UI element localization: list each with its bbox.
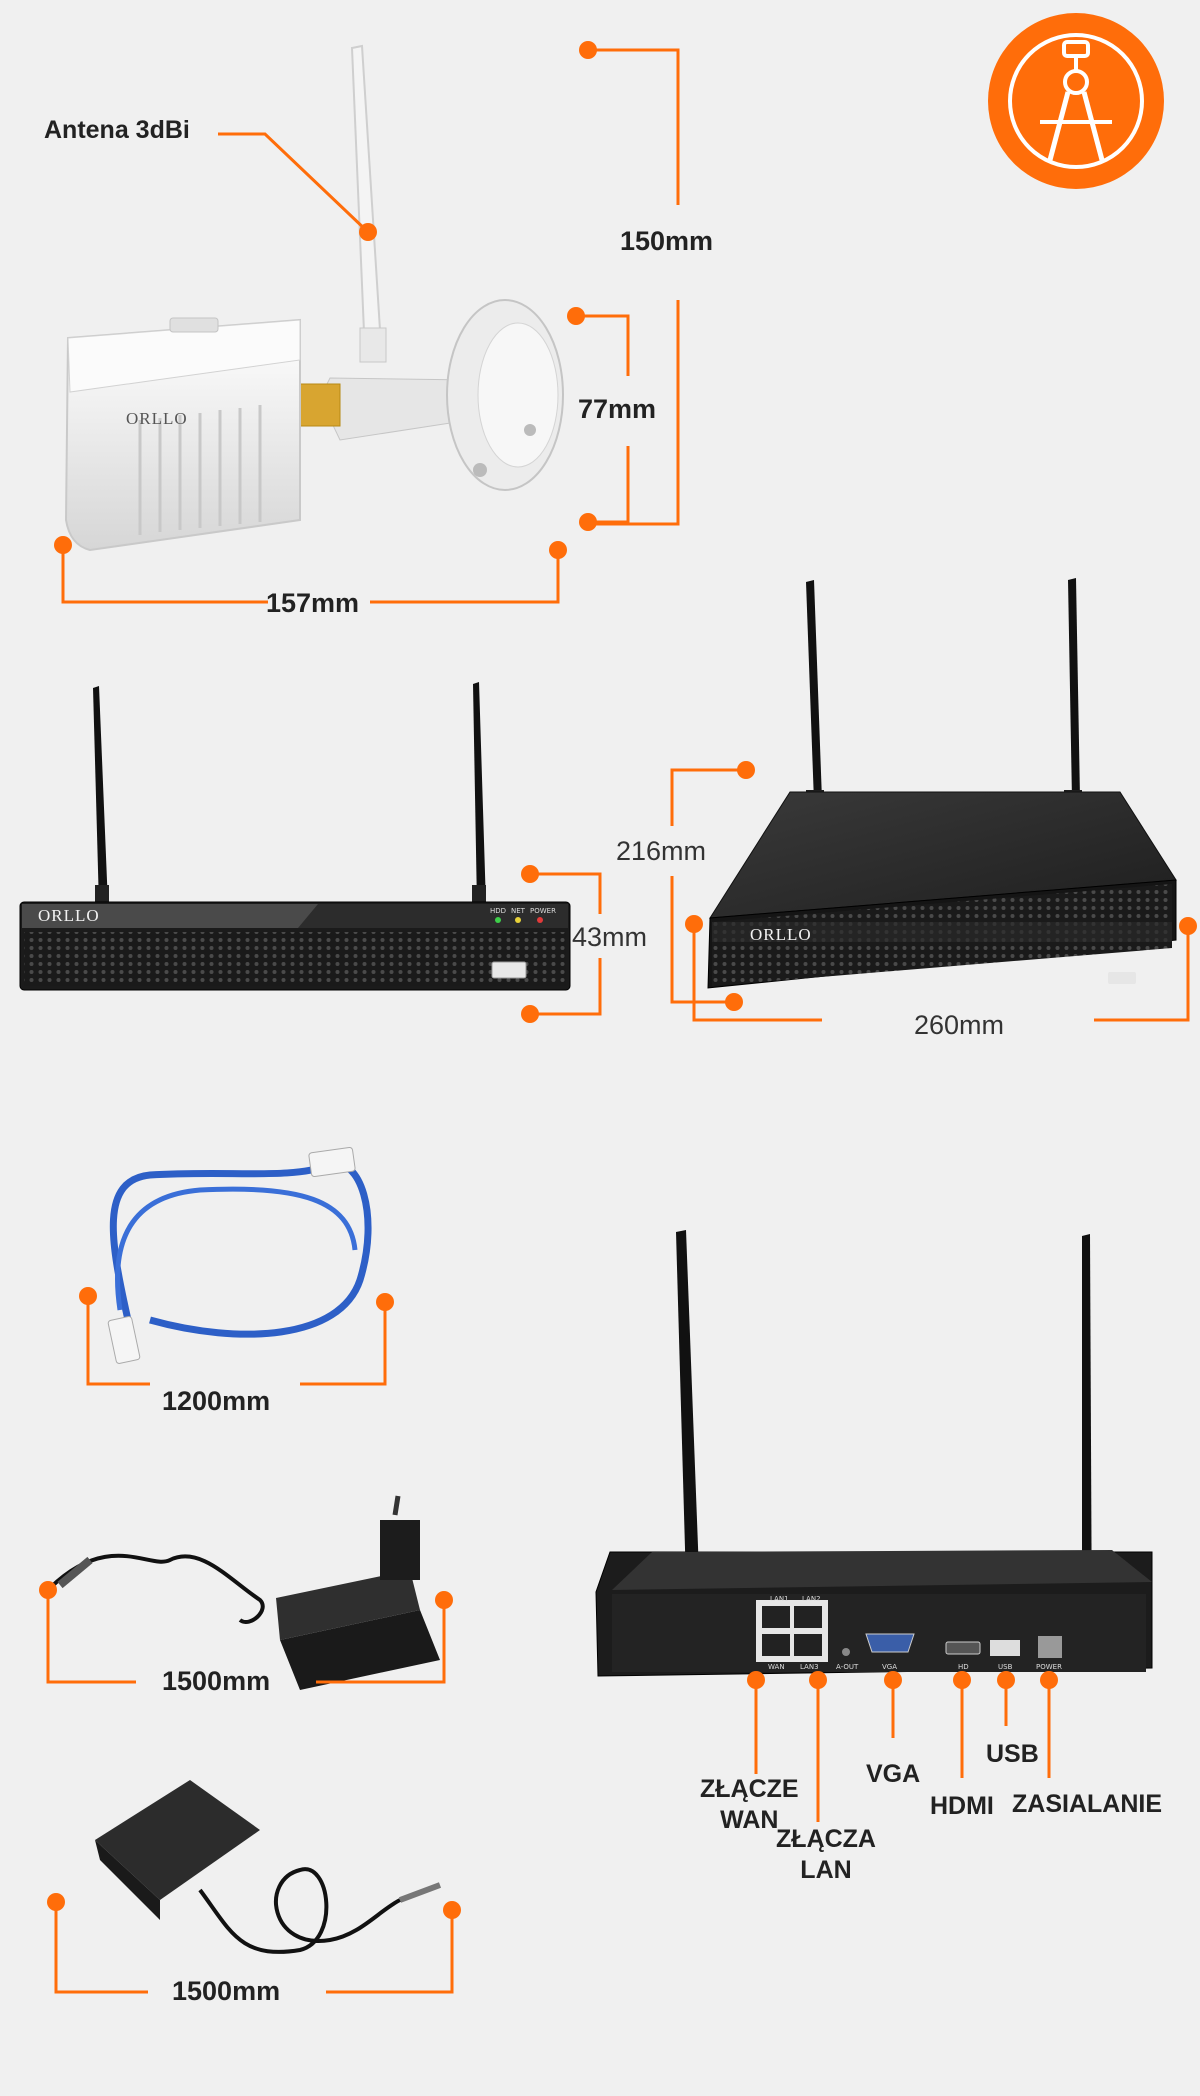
silk-a-out: A-OUT (836, 1663, 859, 1671)
led-label-power: POWER (530, 907, 556, 915)
camera-image (64, 44, 564, 552)
led-label-net: NET (511, 907, 525, 915)
silk-usb: USB (998, 1663, 1013, 1671)
silk-vga: VGA (882, 1663, 898, 1671)
port-marker-power (1040, 1671, 1058, 1689)
port-label-wan: ZŁĄCZE WAN (700, 1775, 799, 1835)
nvr-depth-label: 216mm (616, 836, 707, 866)
silk-lan1: LAN1 (770, 1595, 789, 1603)
cable-length-label: 1200mm (162, 1386, 271, 1416)
port-marker-vga (884, 1671, 902, 1689)
camera-height-label: 150mm (620, 226, 714, 256)
dimension-dot (39, 1581, 57, 1599)
silk-wan: WAN (768, 1663, 785, 1671)
power-adapter-1-image (48, 1495, 440, 1690)
silk-power: POWER (1036, 1663, 1062, 1671)
port-marker-lan (809, 1671, 827, 1689)
port-label-lan: ZŁĄCZA LAN (776, 1825, 876, 1885)
port-leader-lines (754, 1680, 1051, 1822)
port-marker-wan (747, 1671, 765, 1689)
port-label-vga: VGA (866, 1760, 921, 1788)
adapter-2-dimension-lines (54, 1904, 454, 1994)
dimension-dot (47, 1893, 65, 1911)
adapter-1-length-label: 1500mm (162, 1666, 271, 1696)
led-label-hdd: HDD (490, 907, 507, 915)
cable-dimension-lines (86, 1298, 387, 1386)
adapter-1-dimension-lines (46, 1592, 446, 1684)
nvr-back-image (595, 1230, 1153, 1677)
nvr-width-label: 260mm (914, 1010, 1005, 1040)
dimension-dot (79, 1287, 97, 1305)
silk-lan2: LAN2 (802, 1595, 821, 1603)
camera-length-label: 157mm (266, 588, 360, 618)
dimension-dot (579, 513, 597, 531)
adapter-2-length-label: 1500mm (172, 1976, 281, 2006)
dimension-dot (549, 541, 567, 559)
port-marker-hdmi (953, 1671, 971, 1689)
nvr-front-image (19, 682, 571, 991)
dimension-dot (54, 536, 72, 554)
camera-body-height-label: 77mm (578, 394, 657, 424)
dimension-dot (521, 865, 539, 883)
dimension-dot (725, 993, 743, 1011)
dimension-dot (376, 1293, 394, 1311)
network-cable-image (107, 1146, 372, 1364)
nvr-angled-dimension-lines (670, 768, 1190, 1022)
dimension-dot (521, 1005, 539, 1023)
camera-brand-logo: ORLLO (126, 409, 188, 428)
silk-lan3: LAN3 (800, 1663, 819, 1671)
antenna-label: Antena 3dBi (44, 116, 190, 144)
port-label-power: ZASIALANIE (1012, 1790, 1162, 1818)
camera-dimension-lines (61, 48, 680, 604)
dimension-dot (435, 1591, 453, 1609)
nvr-front-brand-logo: ORLLO (38, 906, 100, 925)
dimension-dot (685, 915, 703, 933)
port-label-hdmi: HDMI (930, 1792, 994, 1820)
power-adapter-2-image (95, 1780, 442, 1954)
nvr-front-dimension-lines (530, 872, 602, 1016)
dimension-dot (579, 41, 597, 59)
dimension-dot (567, 307, 585, 325)
port-label-usb: USB (986, 1740, 1039, 1768)
dimension-dot (737, 761, 755, 779)
dimension-dot (443, 1901, 461, 1919)
silk-hd: HD (958, 1663, 969, 1671)
nvr-front-height-label: 43mm (572, 922, 648, 952)
nvr-angled-image (707, 578, 1177, 989)
dimension-dot (1179, 917, 1197, 935)
port-marker-usb (997, 1671, 1015, 1689)
dimension-dot (359, 223, 377, 241)
drafting-compass-icon (988, 13, 1164, 189)
nvr-angled-brand-logo: ORLLO (750, 925, 812, 944)
